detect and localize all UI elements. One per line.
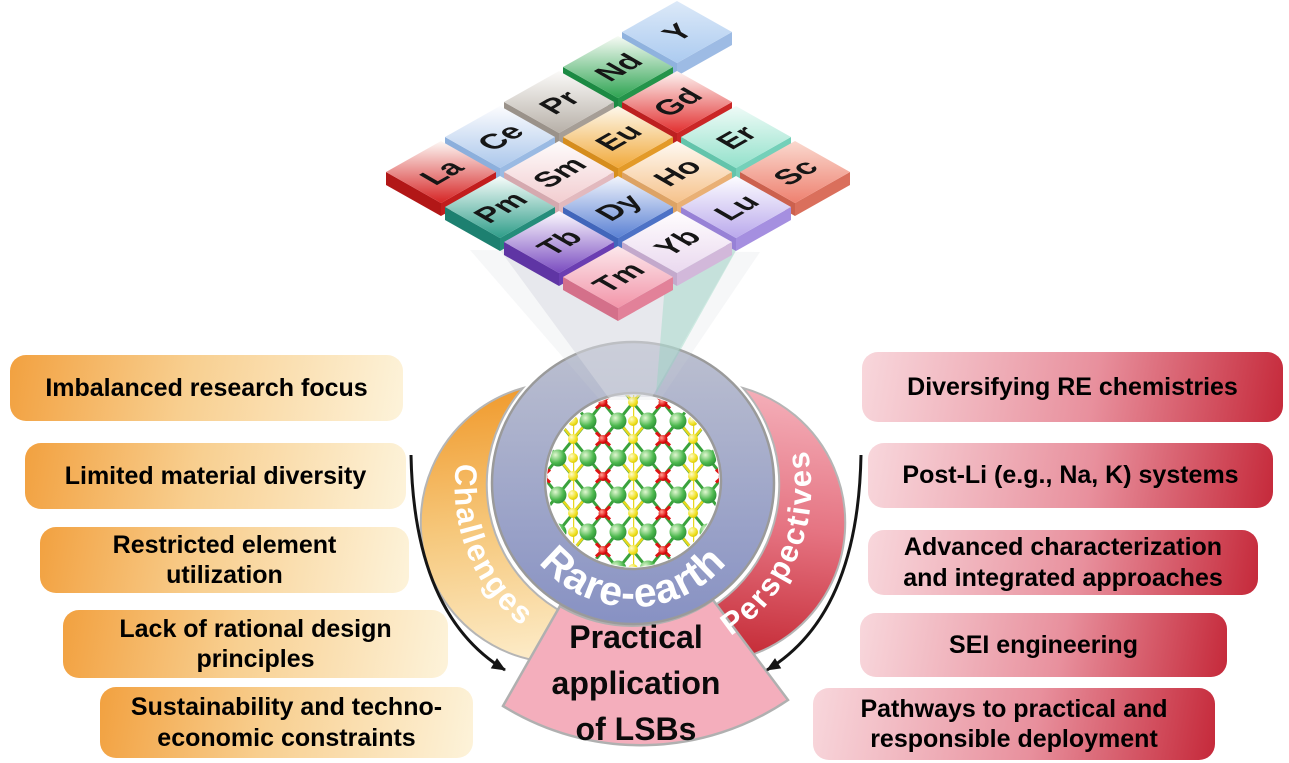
challenge-box-4: Lack of rational design principles bbox=[63, 610, 448, 678]
perspective-box-4: SEI engineering bbox=[860, 613, 1227, 677]
challenge-box-5: Sustainability and techno- economic cons… bbox=[100, 687, 473, 758]
perspective-box-1: Diversifying RE chemistries bbox=[862, 352, 1283, 422]
perspective-box-2: Post-Li (e.g., Na, K) systems bbox=[868, 443, 1273, 508]
left-curved-arrow bbox=[409, 454, 506, 672]
right-curved-arrow bbox=[766, 454, 863, 672]
application-wedge bbox=[501, 598, 790, 747]
application-line-3: of LSBs bbox=[576, 711, 697, 747]
molecule-lattice bbox=[547, 395, 719, 567]
element-tile-Lu: Lu bbox=[681, 176, 791, 251]
challenge-box-1: Imbalanced research focus bbox=[10, 355, 403, 421]
perspective-box-3: Advanced characterization and integrated… bbox=[868, 530, 1258, 595]
element-tile-Tm: Tm bbox=[563, 246, 673, 321]
perspective-box-5: Pathways to practical and responsible de… bbox=[813, 688, 1215, 760]
challenge-box-2: Limited material diversity bbox=[25, 443, 406, 509]
element-tile-Pm: Pm bbox=[445, 176, 555, 251]
application-line-2: application bbox=[552, 665, 721, 701]
application-line-1: Practical bbox=[569, 619, 702, 655]
challenge-box-3: Restricted element utilization bbox=[40, 527, 409, 593]
